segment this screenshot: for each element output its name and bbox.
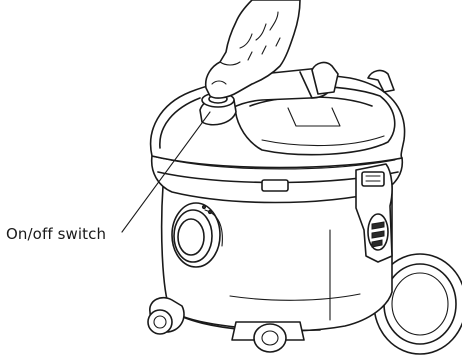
front-left-caster — [148, 298, 184, 334]
front-center-caster — [232, 322, 304, 352]
on-off-switch-label: On/off switch — [6, 225, 106, 243]
